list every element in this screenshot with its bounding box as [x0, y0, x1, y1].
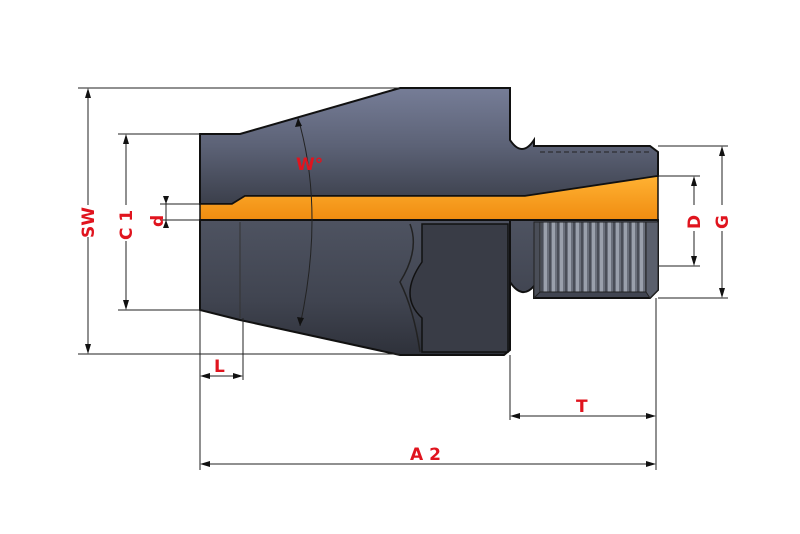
thread-section	[539, 221, 647, 293]
angle-arrow-top	[295, 118, 302, 127]
g-label-bg	[712, 205, 730, 231]
label-a2: A 2	[410, 445, 441, 465]
label-c1: C 1	[117, 210, 137, 240]
label-d-small: d	[148, 215, 168, 227]
c1-label-bg	[116, 205, 136, 241]
hex-curve	[399, 223, 421, 353]
thread-chamfer	[533, 221, 541, 300]
label-g: G	[713, 215, 733, 229]
label-w-angle: W°	[296, 155, 323, 175]
dim-a2	[200, 461, 656, 467]
label-t: T	[576, 397, 588, 417]
label-sw: SW	[79, 207, 99, 238]
dim-d-small	[163, 196, 169, 228]
angle-arc	[297, 117, 313, 327]
sw-label-bg	[80, 205, 98, 237]
label-l: L	[214, 357, 225, 377]
label-d-big: D	[685, 215, 705, 229]
bigd-label-bg	[684, 205, 702, 231]
dim-t	[510, 413, 656, 419]
angle-arrow-bottom	[297, 317, 304, 326]
dim-l	[200, 373, 243, 379]
thread-end	[645, 221, 659, 299]
hex-flat	[409, 223, 509, 353]
